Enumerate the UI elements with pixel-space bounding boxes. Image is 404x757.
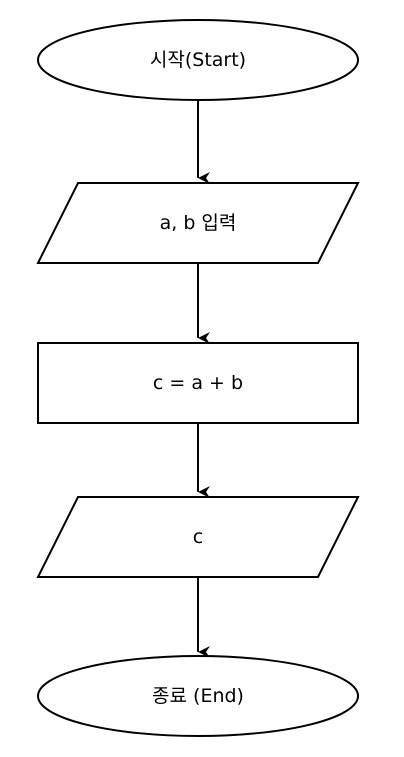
output-parallelogram (36, 496, 360, 578)
end-terminator (37, 655, 359, 737)
process-label: c = a + b (153, 372, 243, 394)
input-parallelogram (36, 182, 360, 264)
output-label: c (193, 526, 203, 548)
process-rectangle (37, 342, 359, 424)
input-label: a, b 입력 (160, 212, 237, 234)
end-label: 종료 (End) (152, 685, 244, 707)
start-label: 시작(Start) (150, 49, 246, 71)
